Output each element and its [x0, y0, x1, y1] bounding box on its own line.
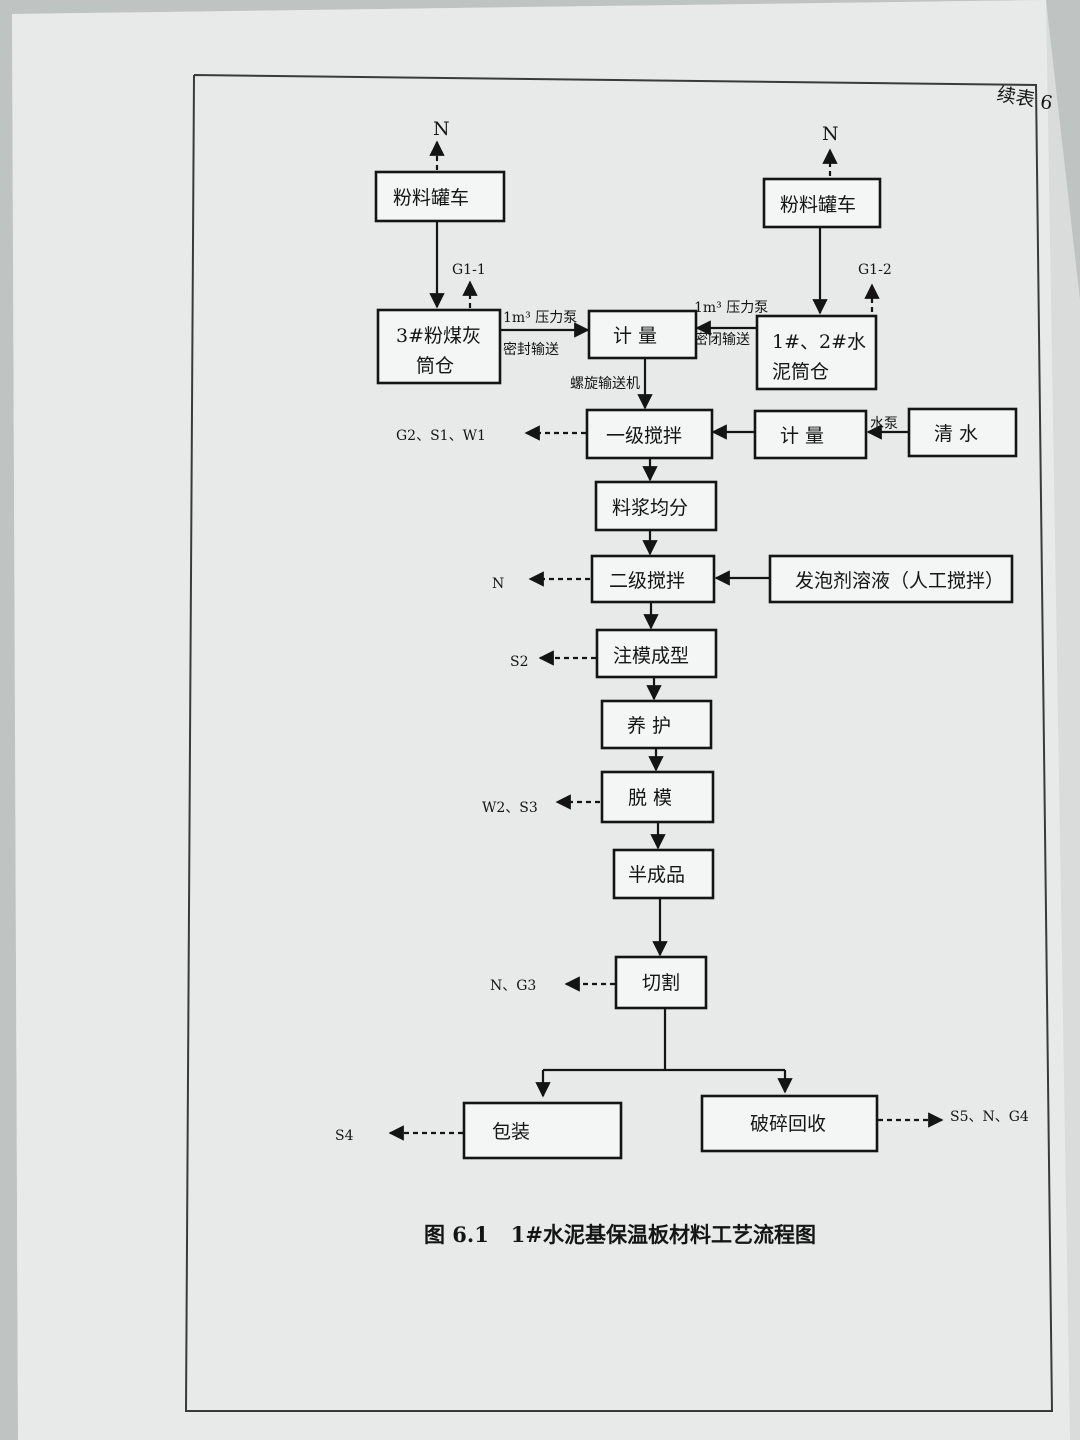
box-metering-top: 计 量	[587, 309, 698, 360]
svg-text:泥筒仓: 泥筒仓	[772, 361, 829, 383]
svg-text:清 水: 清 水	[934, 423, 978, 445]
box-curing: 养 护	[600, 699, 713, 750]
label-out-mix2: N	[492, 576, 504, 592]
label-water-pump: 水泵	[870, 416, 898, 432]
svg-text:包装: 包装	[492, 1121, 530, 1143]
svg-text:注模成型: 注模成型	[613, 645, 689, 667]
label-sealed-left: 密封输送	[503, 341, 559, 358]
box-metering-water: 计 量	[753, 409, 868, 460]
box-demold: 脱 模	[600, 770, 715, 824]
label-out-cut: N、G3	[490, 978, 536, 994]
label-pump-right: 1m³ 压力泵	[694, 300, 768, 316]
svg-text:计 量: 计 量	[780, 425, 824, 447]
label-screw-conveyor: 螺旋输送机	[570, 376, 640, 392]
svg-text:二级搅拌: 二级搅拌	[609, 570, 685, 592]
label-n-left: N	[433, 118, 450, 140]
label-out-recycle: S5、N、G4	[950, 1109, 1029, 1125]
svg-text:料浆均分: 料浆均分	[612, 497, 688, 519]
label-g1-2: G1-2	[858, 262, 892, 278]
box-foam: 发泡剂溶液（人工搅拌）	[768, 554, 1014, 604]
svg-text:半成品: 半成品	[628, 864, 685, 886]
box-mold: 注模成型	[595, 628, 718, 679]
label-n-right: N	[822, 123, 839, 145]
svg-text:计 量: 计 量	[613, 325, 657, 347]
label-out-mold: S2	[510, 654, 529, 670]
label-pump-left: 1m³ 压力泵	[503, 310, 577, 326]
svg-text:粉料罐车: 粉料罐车	[780, 194, 856, 216]
svg-text:3#粉煤灰: 3#粉煤灰	[396, 325, 481, 347]
svg-text:养 护: 养 护	[627, 715, 671, 737]
box-recycle: 破碎回收	[700, 1094, 879, 1153]
svg-text:筒仓: 筒仓	[416, 355, 454, 377]
label-out-pack: S4	[335, 1128, 354, 1144]
figure-caption: 图 6.1 1#水泥基保温板材料工艺流程图	[424, 1222, 816, 1247]
label-g1-1: G1-1	[452, 262, 486, 278]
box-water: 清 水	[907, 407, 1018, 458]
svg-text:切割: 切割	[642, 972, 680, 994]
svg-text:一级搅拌: 一级搅拌	[606, 425, 682, 447]
box-pack: 包装	[462, 1101, 623, 1160]
box-slurry: 料浆均分	[594, 480, 718, 532]
box-truck-right: 粉料罐车	[762, 177, 882, 229]
svg-text:粉料罐车: 粉料罐车	[393, 187, 469, 209]
box-mix1: 一级搅拌	[585, 408, 714, 460]
label-out-demold: W2、S3	[482, 800, 538, 816]
label-sealed-right: 密闭输送	[694, 331, 750, 348]
svg-text:1#、2#水: 1#、2#水	[772, 331, 866, 353]
page-frame	[184, 74, 1054, 1412]
label-out-mix1: G2、S1、W1	[396, 428, 486, 444]
box-cement-silo: 1#、2#水 泥筒仓	[755, 314, 878, 391]
svg-text:破碎回收: 破碎回收	[750, 1113, 826, 1135]
box-cut: 切割	[614, 955, 708, 1010]
svg-text:发泡剂溶液（人工搅拌）: 发泡剂溶液（人工搅拌）	[795, 570, 1004, 592]
box-truck-left: 粉料罐车	[374, 170, 506, 223]
box-flyash-silo: 3#粉煤灰 筒仓	[376, 308, 502, 385]
box-semi-product: 半成品	[612, 848, 715, 900]
box-mix2: 二级搅拌	[590, 554, 716, 604]
svg-text:脱 模: 脱 模	[628, 787, 672, 809]
